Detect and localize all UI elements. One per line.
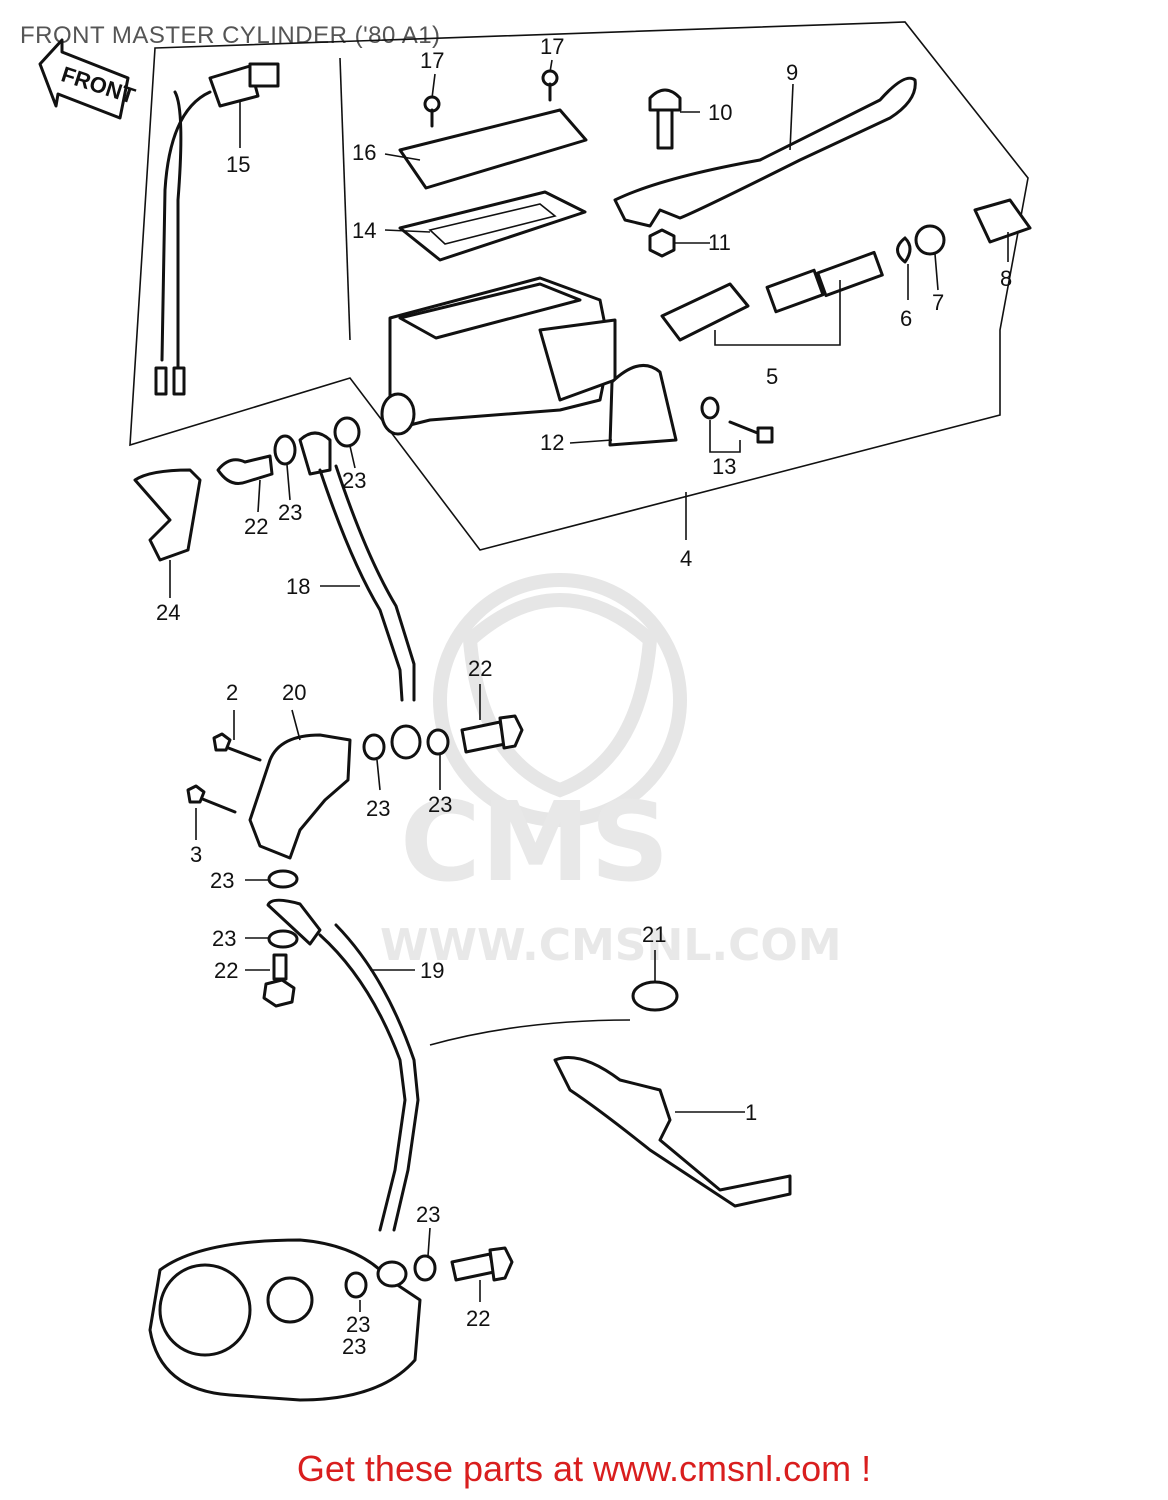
callout-10: 10 [708,100,732,125]
reservoir-cap [398,108,588,190]
exploded-parts-diagram: CMS WWW.CMSNL.COM FRONT [38,21,1032,1402]
callout-23d: 23 [428,792,452,817]
callout-22b: 22 [468,656,492,681]
callout-4: 4 [680,546,692,571]
washer-7 [914,224,946,256]
callout-23a: 23 [278,500,302,525]
master-cylinder-body [380,276,617,436]
callout-23i: 23 [342,1334,366,1359]
brake-hose-joint [186,732,352,860]
callout-17a: 17 [420,48,444,73]
callout-22d: 22 [466,1306,490,1331]
grommet-arrow [429,1019,631,1046]
callout-6: 6 [900,306,912,331]
callout-22a: 22 [244,514,268,539]
callout-18: 18 [286,574,310,599]
cap-screws [423,69,559,128]
callout-2: 2 [226,680,238,705]
callout-20: 20 [282,680,306,705]
callout-17b: 17 [540,34,564,59]
diaphragm [398,190,587,262]
callout-labels: 1 2 3 4 5 6 7 8 9 10 11 12 13 14 15 16 1… [156,34,1012,1359]
callout-8: 8 [1000,266,1012,291]
callout-21: 21 [642,922,666,947]
callout-23f: 23 [212,926,236,951]
brake-caliper [148,1238,514,1402]
lower-hose [262,869,420,1232]
leader-lines [169,59,1009,1312]
callout-23g: 23 [416,1202,440,1227]
callout-13: 13 [712,454,736,479]
front-direction-sign: FRONT [38,38,139,120]
callout-24: 24 [156,600,180,625]
leader-15-body [339,57,351,341]
callout-7: 7 [932,290,944,315]
boot-8 [973,198,1032,244]
cms-watermark: CMS WWW.CMSNL.COM [380,573,842,971]
callout-1: 1 [745,1100,757,1125]
piston-assembly [660,250,884,346]
callout-12: 12 [540,430,564,455]
rubber-cap [133,468,202,562]
callout-19: 19 [420,958,444,983]
callout-14: 14 [352,218,376,243]
upper-banjo-hose [216,416,422,760]
callout-23b: 23 [342,468,366,493]
watermark-brand: CMS [400,778,669,906]
footer-link-text[interactable]: Get these parts at www.cmsnl.com ! [296,1448,872,1489]
callout-23c: 23 [366,796,390,821]
hose-bracket [553,1056,792,1208]
diagram-title: FRONT MASTER CYLINDER ('80 A1) [20,22,441,49]
callout-11: 11 [708,230,731,255]
callout-22c: 22 [214,958,238,983]
callout-5: 5 [766,364,778,389]
brake-switch-part [154,62,280,396]
clamp-bolt [700,396,774,453]
circlip [896,236,912,264]
watermark-url: WWW.CMSNL.COM [380,920,842,971]
assembly-outline [129,21,1029,551]
callout-9: 9 [786,60,798,85]
lever-nut [648,228,676,258]
callout-15: 15 [226,152,250,177]
joint-banjo-bolt [362,714,524,761]
callout-3: 3 [190,842,202,867]
grommet [631,980,679,1012]
callout-16: 16 [352,140,376,165]
pivot-bolt [648,88,682,150]
callout-23h: 23 [346,1312,370,1337]
handlebar-clamp [608,363,678,447]
brake-lever [613,76,917,228]
callout-23e: 23 [210,868,234,893]
